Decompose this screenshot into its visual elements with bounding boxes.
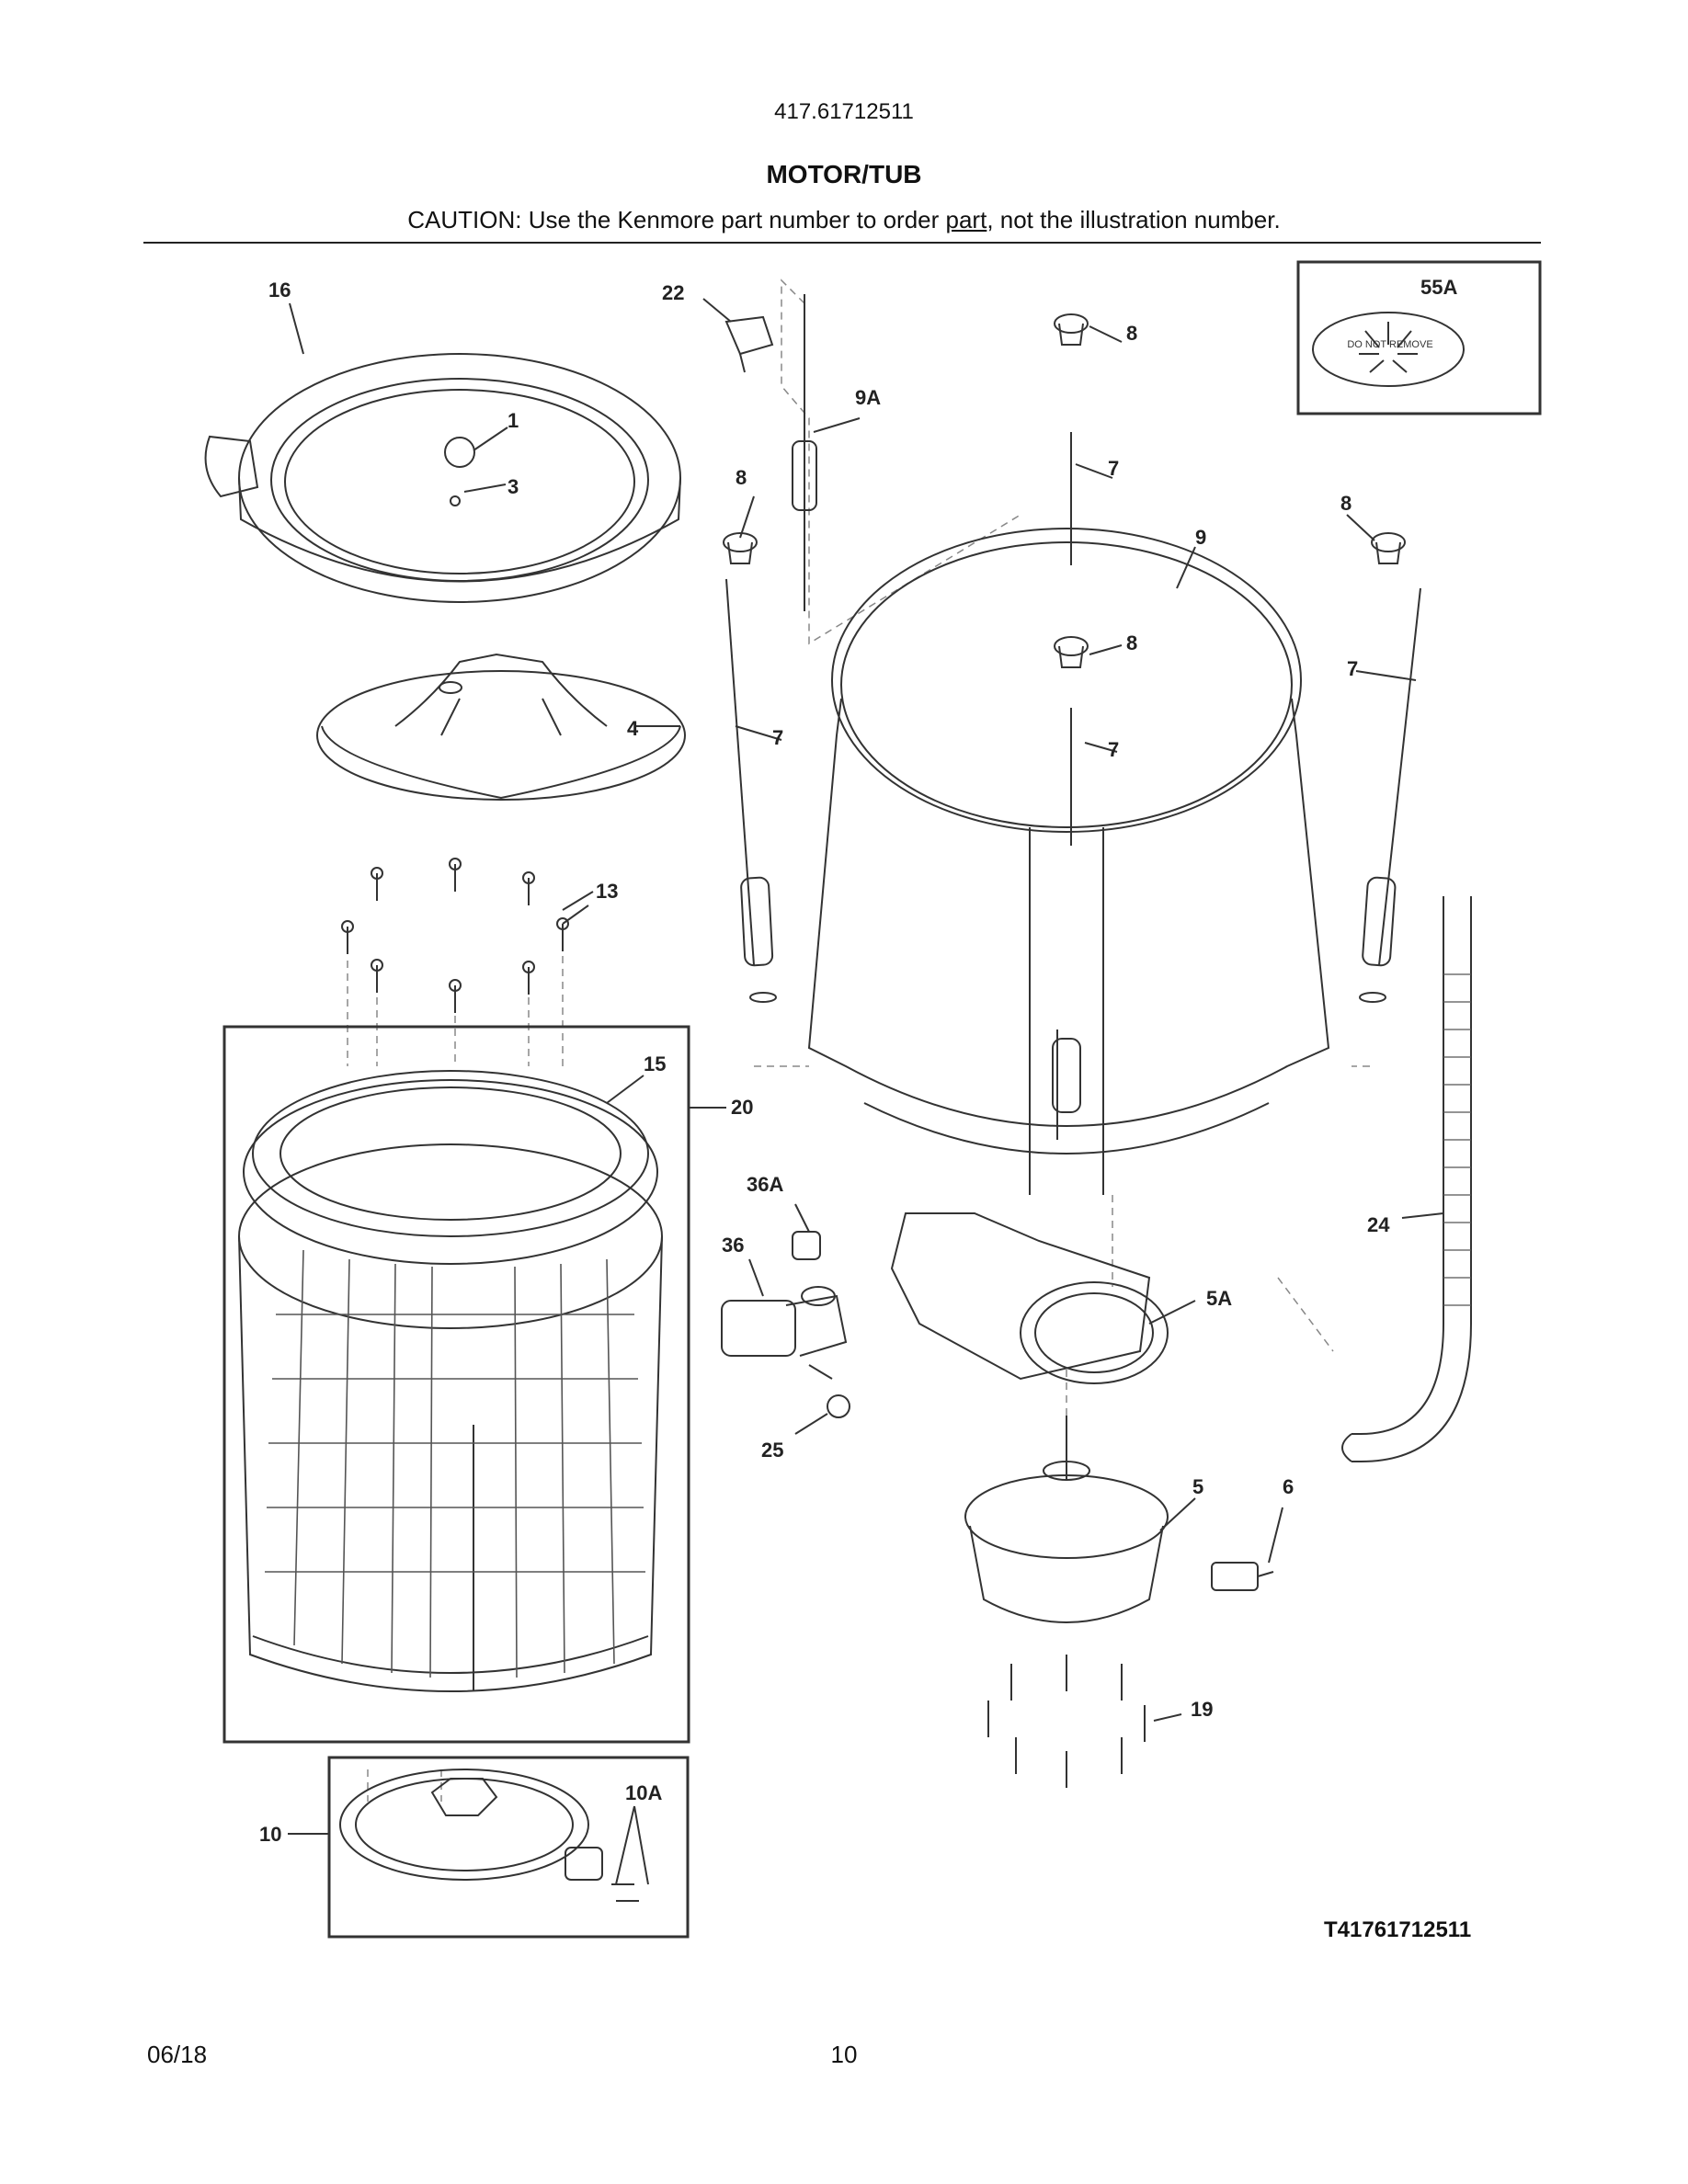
caution-part-word: part bbox=[945, 206, 987, 233]
pressure-hose-part bbox=[792, 294, 817, 611]
callout-16: 16 bbox=[268, 279, 291, 301]
drain-hose-part bbox=[1341, 896, 1472, 1462]
callout-20: 20 bbox=[731, 1096, 753, 1119]
callout-8-top: 8 bbox=[1126, 322, 1137, 345]
callout-6: 6 bbox=[1283, 1475, 1294, 1498]
callout-8-left: 8 bbox=[736, 466, 747, 489]
gasket-part bbox=[890, 1212, 1169, 1384]
callout-9A: 9A bbox=[855, 386, 881, 409]
caps-8 bbox=[723, 313, 1406, 668]
callout-7-left: 7 bbox=[772, 726, 783, 749]
drain-pump-part bbox=[721, 1231, 850, 1418]
model-number: 417.61712511 bbox=[774, 99, 914, 124]
callout-13: 13 bbox=[596, 880, 618, 903]
callout-8-center: 8 bbox=[1126, 631, 1137, 654]
callout-10A: 10A bbox=[625, 1781, 662, 1804]
section-title: MOTOR/TUB bbox=[766, 160, 922, 188]
caution-text-before: CAUTION: Use the Kenmore part number to … bbox=[407, 206, 946, 233]
basket-part bbox=[238, 1070, 663, 1692]
diagram-reference: T41761712511 bbox=[1324, 1917, 1472, 1942]
callout-55A: 55A bbox=[1420, 276, 1457, 299]
callout-3: 3 bbox=[508, 475, 519, 498]
caution-note: CAUTION: Use the Kenmore part number to … bbox=[0, 206, 1688, 234]
caution-text-after: , not the illustration number. bbox=[987, 206, 1281, 233]
warning-label-disc bbox=[1312, 312, 1465, 387]
callout-25: 25 bbox=[761, 1439, 783, 1462]
callout-9: 9 bbox=[1195, 526, 1206, 549]
callout-leaders bbox=[289, 298, 1444, 1722]
callout-15: 15 bbox=[644, 1052, 666, 1075]
header-rule bbox=[143, 242, 1541, 244]
tub-ring-part bbox=[204, 353, 681, 603]
bolts-19 bbox=[987, 1655, 1146, 1788]
callout-7-right: 7 bbox=[1347, 657, 1358, 680]
impeller-part bbox=[316, 653, 686, 801]
exploded-parts-diagram: DO NOT REMOVE 16 22 9A 8 55A 1 3 7 8 8 9… bbox=[204, 260, 1542, 1939]
base-plate-part bbox=[339, 1769, 639, 1902]
callout-36A: 36A bbox=[747, 1173, 783, 1196]
sensor-part bbox=[724, 315, 774, 373]
screws-13 bbox=[341, 858, 594, 1013]
motor-part bbox=[964, 1416, 1169, 1623]
basket-assembly-box bbox=[222, 1025, 690, 1744]
callout-22: 22 bbox=[662, 281, 684, 304]
callout-19: 19 bbox=[1191, 1698, 1213, 1721]
callout-5A: 5A bbox=[1206, 1287, 1232, 1310]
suspension-rods-7 bbox=[725, 432, 1421, 1003]
warning-label-text: DO NOT REMOVE bbox=[1347, 339, 1432, 350]
guide-lines bbox=[347, 279, 1370, 1802]
callout-7-center: 7 bbox=[1108, 738, 1119, 761]
footer-date: 06/18 bbox=[147, 2041, 208, 2068]
outer-tub-part bbox=[807, 528, 1330, 1195]
callout-24: 24 bbox=[1367, 1213, 1390, 1236]
callout-1: 1 bbox=[508, 409, 519, 432]
callout-7-top: 7 bbox=[1108, 457, 1119, 480]
motor-sensor-part bbox=[1211, 1562, 1274, 1591]
warning-label-box bbox=[1296, 260, 1542, 415]
callout-4: 4 bbox=[627, 717, 639, 740]
hub-assembly-box bbox=[327, 1756, 690, 1939]
callout-10: 10 bbox=[259, 1823, 281, 1846]
callout-labels: 16 22 9A 8 55A 1 3 7 8 8 9 8 7 4 7 7 13 … bbox=[259, 276, 1457, 1846]
page-number: 10 bbox=[830, 2041, 858, 2068]
leader-10A bbox=[615, 1805, 649, 1885]
callout-8-right: 8 bbox=[1340, 492, 1352, 515]
callout-5: 5 bbox=[1192, 1475, 1203, 1498]
callout-36: 36 bbox=[722, 1234, 744, 1257]
